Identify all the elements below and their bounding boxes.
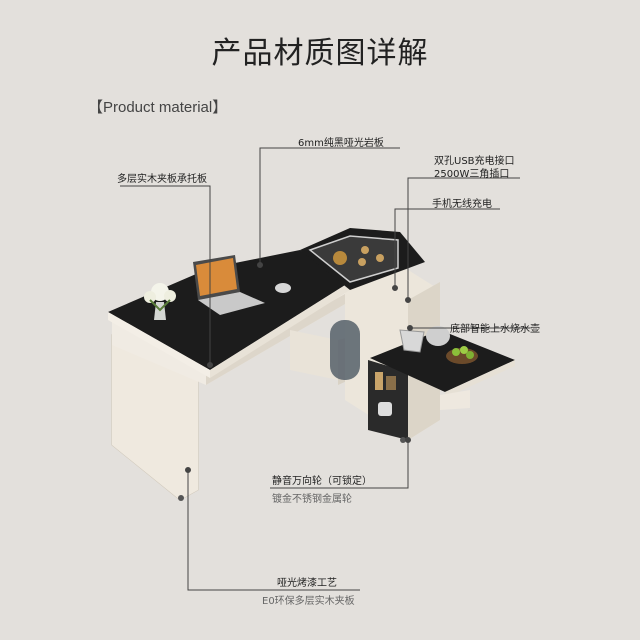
callout-socket: 2500W三角插口: [434, 169, 510, 180]
callout-wheel-title: 静音万向轮（可锁定）: [272, 476, 372, 487]
callout-slate-top: 6mm纯黑哑光岩板: [298, 138, 384, 149]
section-tag: 【Product material】: [88, 99, 228, 116]
callout-paint-sub: E0环保多层实木夹板: [262, 596, 355, 607]
callout-wheel-sub: 镀金不锈钢金属轮: [272, 494, 352, 505]
callout-wireless-charge: 手机无线充电: [432, 199, 492, 210]
callout-usb-port: 双孔USB充电接口: [434, 156, 515, 167]
page-title: 产品材质图详解: [211, 36, 429, 71]
callout-kettle: 底部智能上水烧水壶: [450, 324, 540, 335]
callout-paint-title: 哑光烤漆工艺: [277, 578, 337, 589]
callout-plywood-support: 多层实木夹板承托板: [117, 174, 207, 185]
